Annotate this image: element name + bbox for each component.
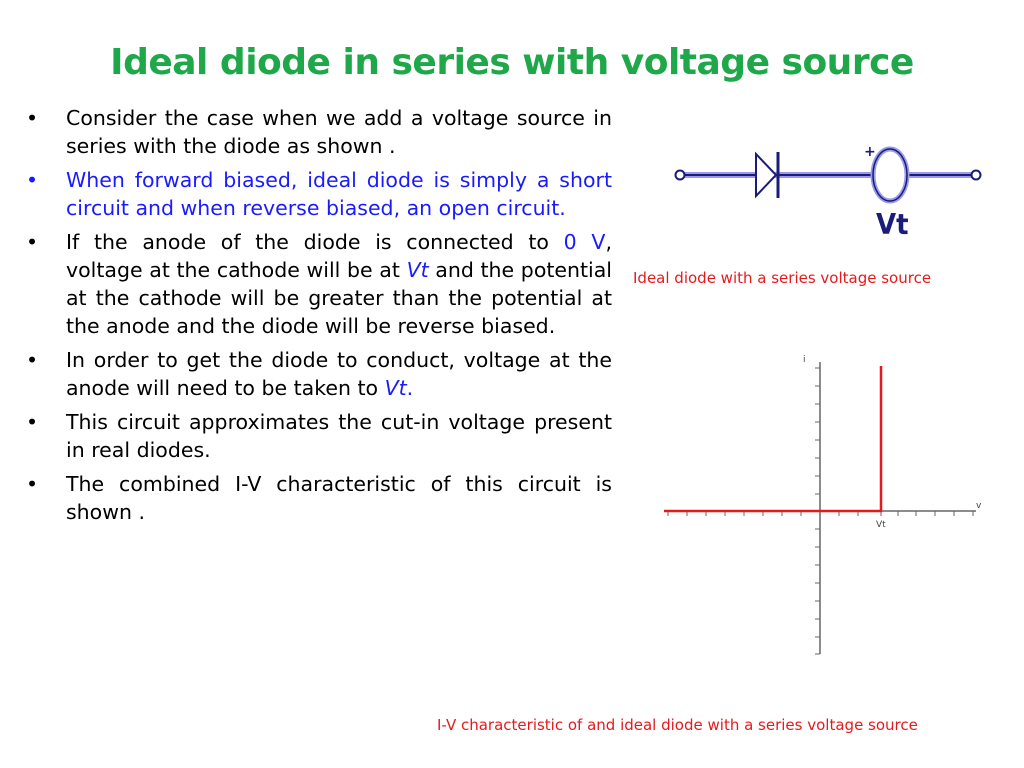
iv-plot: i v Vt xyxy=(664,355,982,655)
voltage-source-symbol xyxy=(870,146,910,204)
circuit-diagram: + Vt xyxy=(674,144,982,241)
bullet-item: • When forward biased, ideal diode is si… xyxy=(24,166,612,222)
bullet-marker: • xyxy=(26,168,39,192)
bullet-text-part: , voltage at the cathode will be at xyxy=(66,230,612,282)
bullet-text-part: If the anode of the diode is connected t… xyxy=(66,230,564,254)
bullet-marker: • xyxy=(26,348,39,372)
bullet-text-part: . xyxy=(406,376,414,400)
y-axis-label: i xyxy=(803,355,806,365)
diode-symbol xyxy=(755,151,780,199)
bullet-variable: Vt xyxy=(406,258,429,282)
bullet-text-part: and the potential at the cathode will be… xyxy=(66,258,613,338)
x-axis-label: v xyxy=(976,501,982,511)
bullet-item: • In order to get the diode to conduct, … xyxy=(24,346,612,402)
bullet-marker: • xyxy=(26,230,39,254)
bullet-marker: • xyxy=(26,106,39,130)
left-terminal xyxy=(674,169,686,181)
source-label: Vt xyxy=(876,209,909,241)
iv-curve xyxy=(664,366,883,513)
bullet-item: • The combined I-V characteristic of thi… xyxy=(24,470,612,526)
iv-plot-caption: I-V characteristic of and ideal diode wi… xyxy=(437,716,918,734)
bullet-item: • If the anode of the diode is connected… xyxy=(24,228,612,340)
bullet-text: The combined I-V characteristic of this … xyxy=(66,472,612,524)
bullet-list: • Consider the case when we add a voltag… xyxy=(24,104,612,532)
bullet-item: • This circuit approximates the cut-in v… xyxy=(24,408,612,464)
bullet-highlight: 0 V xyxy=(563,230,606,254)
bullet-text: When forward biased, ideal diode is simp… xyxy=(66,168,612,220)
vt-tick-label: Vt xyxy=(876,520,886,530)
bullet-variable: Vt xyxy=(384,376,407,400)
bullet-text: This circuit approximates the cut-in vol… xyxy=(66,410,612,462)
bullet-marker: • xyxy=(26,410,39,434)
bullet-text: Consider the case when we add a voltage … xyxy=(66,106,612,158)
bullet-item: • Consider the case when we add a voltag… xyxy=(24,104,612,160)
slide-title: Ideal diode in series with voltage sourc… xyxy=(110,42,914,83)
circuit-caption: Ideal diode with a series voltage source xyxy=(633,269,932,287)
right-terminal xyxy=(970,169,982,181)
current-axis-ticks xyxy=(815,367,820,655)
bullet-text-part: In order to get the diode to conduct, vo… xyxy=(66,348,612,400)
bullet-marker: • xyxy=(26,472,39,496)
plus-sign: + xyxy=(864,144,876,160)
